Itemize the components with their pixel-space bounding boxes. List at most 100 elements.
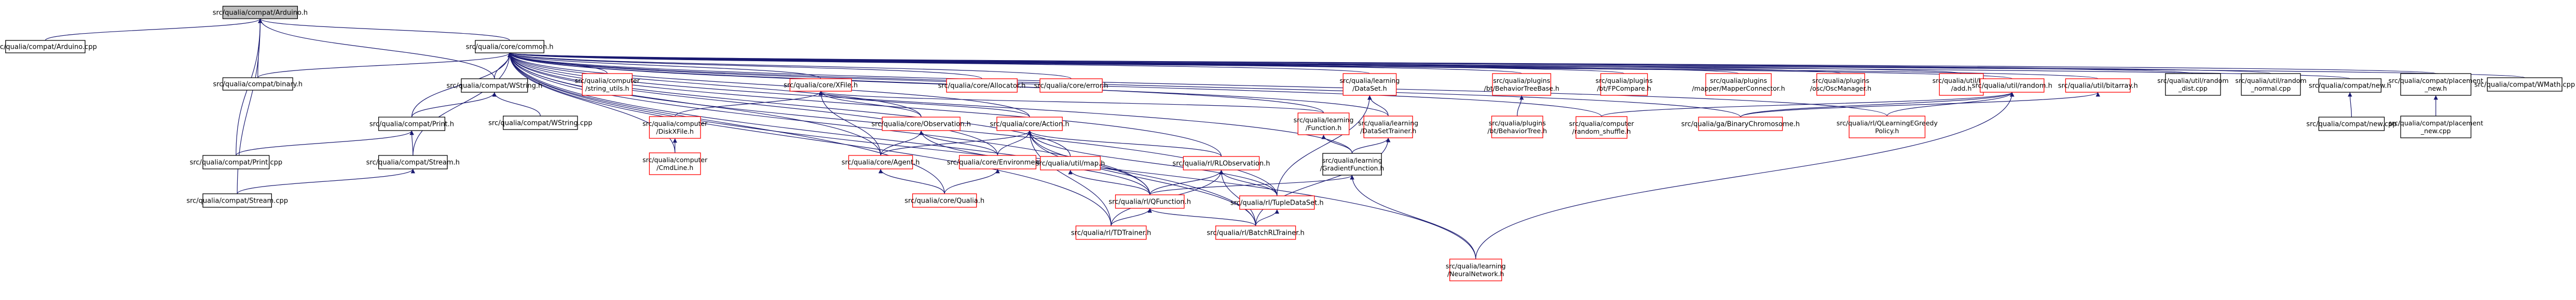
node-placement-new-cpp[interactable]: src/qualia/compat/placement_new.cpp [2389, 116, 2484, 138]
node-bt-tree-h[interactable]: src/qualia/plugins/bt/BehaviorTree.h [1487, 116, 1547, 138]
node-box [1183, 156, 1260, 170]
node-box [1848, 116, 1926, 138]
edge-placement_new_h-to-common_h [508, 52, 2436, 74]
node-error-h[interactable]: src/qualia/core/error.h [1034, 78, 1108, 93]
node-box [2400, 73, 2472, 96]
node-box [1575, 116, 1628, 139]
node-print-cpp[interactable]: src/qualia/compat/Print.cpp [190, 155, 283, 169]
node-box [1215, 225, 1296, 240]
node-datasettrainer-h[interactable]: src/qualia/learning/DataSetTrainer.h [1358, 116, 1418, 138]
node-label: src/qualia/compat/WString.h [446, 82, 542, 90]
node-arduino-cpp[interactable]: src/qualia/compat/Arduino.cpp [0, 40, 97, 53]
edge-random_shuffle_h-to-random_h [1601, 92, 2015, 117]
node-label: src/qualia/core/Action.h [990, 121, 1070, 128]
node-label: src/qualia/compat/placement [2389, 119, 2484, 127]
node-add-h[interactable]: src/qualia/util/bits/add.h [1933, 73, 1991, 96]
node-cmdline-h[interactable]: src/qualia/computer/CmdLine.h [642, 152, 708, 175]
node-action-h[interactable]: src/qualia/core/Action.h [990, 117, 1070, 131]
node-mapper-h[interactable]: src/qualia/plugins/mapper/MapperConnecto… [1692, 73, 1785, 96]
node-box [2318, 78, 2382, 93]
node-label: src/qualia/rl/RLObservation.h [1172, 160, 1270, 168]
node-rlmap-h[interactable]: src/qualia/util/map.h [1036, 156, 1105, 170]
node-label: src/qualia/compat/WMath.cpp [2474, 81, 2575, 89]
node-tupledataset-h[interactable]: src/qualia/rl/TupleDataSet.h [1230, 195, 1324, 210]
node-tdtrainer-h[interactable]: src/qualia/rl/TDTrainer.h [1071, 225, 1151, 240]
node-dataset-h[interactable]: src/qualia/learning/DataSet.h [1339, 73, 1400, 96]
edge-gradientfunction_h-to-datasettrainer_h [1351, 137, 1391, 154]
node-stream-cpp[interactable]: src/qualia/compat/Stream.cpp [186, 193, 288, 208]
node-function-h[interactable]: src/qualia/learning/Function.h [1294, 112, 1354, 135]
node-label: src/qualia/compat/placement [2389, 77, 2484, 84]
node-rlobservation-h[interactable]: src/qualia/rl/RLObservation.h [1172, 156, 1270, 170]
node-new-cpp[interactable]: src/qualia/compat/new.cpp [2306, 117, 2397, 131]
edge-print_h-to-wstring_h [411, 92, 497, 118]
node-label: src/qualia/rl/TDTrainer.h [1071, 230, 1151, 237]
node-observation-h[interactable]: src/qualia/core/Observation.h [871, 117, 971, 131]
node-box [1075, 225, 1147, 240]
node-label: src/qualia/learning [1322, 156, 1382, 164]
edge-action_h-to-xfile_h [818, 91, 1030, 118]
node-gradientfunction-h[interactable]: src/qualia/learning/GradientFunction.h [1320, 153, 1385, 176]
node-print-h[interactable]: src/qualia/compat/Print.h [369, 117, 454, 131]
node-fpcompare-h[interactable]: src/qualia/plugins/bt/FPCompare.h [1596, 73, 1653, 96]
node-label: src/qualia/computer [575, 77, 640, 84]
node-label: src/qualia/compat/new.h [2309, 82, 2391, 90]
node-placement-new-h[interactable]: src/qualia/compat/placement_new.h [2389, 73, 2484, 96]
node-box [202, 155, 270, 169]
node-box [789, 78, 852, 92]
node-batchrltrainer-h[interactable]: src/qualia/rl/BatchRLTrainer.h [1207, 225, 1305, 240]
edge-bitarray_h-to-common_h [508, 52, 2099, 79]
edge-qfunction_h-to-gradientfunction_h [1149, 175, 1354, 195]
node-box [958, 155, 1037, 169]
node-wstring-cpp[interactable]: src/qualia/compat/WString.cpp [488, 116, 592, 130]
node-random-dist-cpp[interactable]: src/qualia/util/random_dist.cpp [2157, 73, 2229, 96]
node-new-h[interactable]: src/qualia/compat/new.h [2309, 78, 2391, 93]
node-box [475, 40, 544, 53]
node-oscmanager-h[interactable]: src/qualia/plugins/osc/OscManager.h [1810, 73, 1871, 96]
node-wstring-h[interactable]: src/qualia/compat/WString.h [446, 78, 542, 93]
node-label: src/qualia/computer [642, 156, 708, 164]
node-random-shuffle-h[interactable]: src/qualia/computer/random_shuffle.h [1569, 116, 1635, 139]
node-box [1297, 112, 1350, 135]
node-box [1239, 195, 1315, 210]
node-box [1342, 73, 1397, 96]
edge-qfunction_h-to-common_h [507, 52, 1150, 195]
node-environment-h[interactable]: src/qualia/core/Environment.h [947, 155, 1048, 169]
node-label: src/qualia/computer [1569, 120, 1635, 127]
edge-rlmap_h-to-common_h [507, 52, 1071, 157]
node-wmath-cpp[interactable]: src/qualia/compat/WMath.cpp [2474, 77, 2575, 92]
node-binary-h[interactable]: src/qualia/compat/binary.h [213, 77, 303, 91]
node-box [912, 193, 977, 208]
node-box [202, 193, 272, 208]
node-xfile-h[interactable]: src/qualia/core/XFile.h [784, 78, 858, 92]
node-label: src/qualia/compat/Arduino.h [213, 9, 308, 17]
node-box [222, 77, 293, 91]
node-random-normal-cpp[interactable]: src/qualia/util/random_normal.cpp [2235, 73, 2307, 96]
node-box [1698, 117, 1783, 131]
node-allocator-h[interactable]: src/qualia/core/Allocator.h [938, 78, 1026, 93]
node-arduino-h[interactable]: src/qualia/compat/Arduino.h [213, 6, 308, 19]
node-diskxfile-h[interactable]: src/qualia/computer/DiskXFile.h [642, 116, 708, 139]
node-label: src/qualia/core/Allocator.h [938, 82, 1026, 90]
node-label: src/qualia/compat/WString.cpp [488, 120, 592, 127]
node-common-h[interactable]: src/qualia/core/common.h [466, 40, 554, 53]
edge-agent_h-to-action_h [880, 130, 1032, 156]
edge-stream_h-to-common_h [413, 52, 512, 156]
node-string-utils-h[interactable]: src/qualia/computer/string_utils.h [575, 73, 640, 96]
node-agent-h[interactable]: src/qualia/core/Agent.h [842, 155, 920, 169]
node-label: src/qualia/util/random.h [1972, 82, 2052, 90]
node-qfunction-h[interactable]: src/qualia/rl/QFunction.h [1108, 194, 1191, 209]
node-stream-h[interactable]: src/qualia/compat/Stream.h [366, 155, 460, 169]
edge-batchrltrainer_h-to-common_h [507, 52, 1256, 226]
node-qualia-h[interactable]: src/qualia/core/Qualia.h [905, 193, 984, 208]
edge-stream_cpp-to-stream_h [237, 168, 415, 194]
node-neuralnetwork-h[interactable]: src/qualia/learning/NeuralNetwork.h [1446, 259, 1506, 281]
edge-allocator_h-to-common_h [508, 52, 982, 79]
node-label: /add.h [1951, 84, 1972, 92]
node-bitarray-h[interactable]: src/qualia/util/bitarray.h [2058, 78, 2138, 93]
node-bt-treebase-h[interactable]: src/qualia/plugins/bt/BehaviorTreeBase.h [1484, 73, 1559, 96]
node-random-h[interactable]: src/qualia/util/random.h [1972, 78, 2052, 93]
node-box [461, 78, 528, 93]
node-binarychromosome-h[interactable]: src/qualia/ga/BinaryChromosome.h [1681, 117, 1800, 131]
